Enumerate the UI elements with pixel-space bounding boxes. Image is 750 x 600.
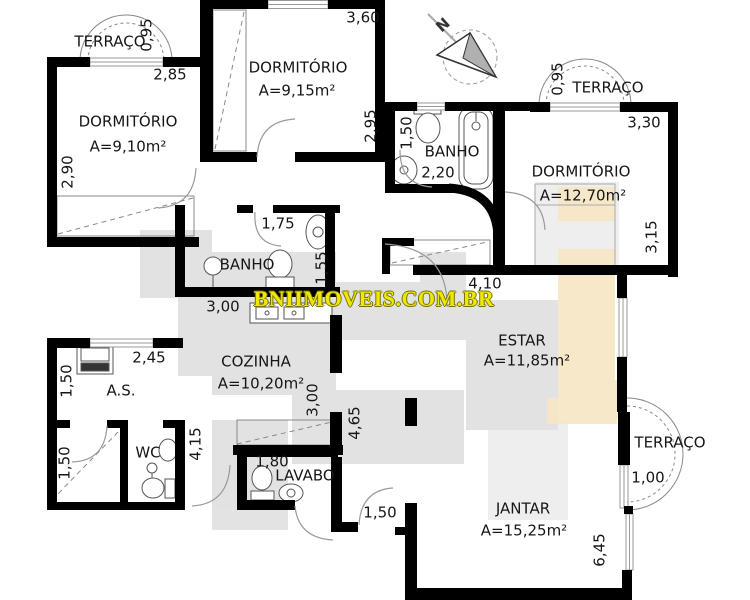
kitchen-sink-icon <box>249 302 333 324</box>
room-label: COZINHA <box>221 352 291 371</box>
window <box>89 338 154 348</box>
dimension-label: 2,90 <box>58 155 77 189</box>
sink-icon <box>278 483 304 503</box>
room-area-label: A=12,70m² <box>539 186 627 205</box>
dimension-label: 1,50 <box>397 116 416 150</box>
dimension-label: 3,15 <box>642 220 661 254</box>
dimension-label: 0,95 <box>548 62 567 96</box>
window <box>267 0 329 9</box>
dimension-label: 1,80 <box>255 452 289 471</box>
dimension-label: 1,55 <box>312 251 331 285</box>
room-label: A.S. <box>106 381 136 400</box>
dimension-label: 1,50 <box>363 503 397 522</box>
dimension-label: 3,60 <box>346 8 380 27</box>
room-label: BANHO <box>219 255 275 274</box>
logo-watermark <box>140 182 619 530</box>
window <box>625 513 634 571</box>
laundry-tank-icon <box>76 343 114 375</box>
dimension-label: 0,95 <box>137 18 156 52</box>
room-label: TERRAÇO <box>572 78 644 97</box>
dimension-label: 1,50 <box>55 446 74 480</box>
window <box>619 464 629 509</box>
room-label: ESTAR <box>498 331 546 350</box>
dimension-label: 4,10 <box>468 274 502 293</box>
window <box>618 297 628 358</box>
dimension-label: 4,65 <box>345 406 364 440</box>
dimension-label: 1,00 <box>631 468 665 487</box>
dimension-label: 3,00 <box>303 383 322 417</box>
room-area-label: A=11,85m² <box>483 351 571 370</box>
room-area-label: A=10,20m² <box>217 374 305 393</box>
room-area-label: A=15,25m² <box>480 521 568 540</box>
room-label: BANHO <box>424 142 480 161</box>
toilet-icon <box>250 465 275 501</box>
room-label: LAVABO <box>275 466 335 485</box>
window <box>416 102 446 111</box>
dimension-label: 1,50 <box>57 364 76 398</box>
room-label: TERRAÇO <box>74 32 146 51</box>
window <box>549 102 621 112</box>
door-arcs <box>71 118 546 541</box>
room-label: DORMITÓRIO <box>531 162 631 181</box>
room-label: TERRAÇO <box>634 433 706 452</box>
watermark-site-text: BNIIMOVEIS.COM.BR <box>253 286 495 311</box>
room-area-label: A=9,15m² <box>258 81 336 100</box>
room-label: JANTAR <box>495 499 551 518</box>
dimension-label: 2,85 <box>153 65 187 84</box>
dimension-label: 4,15 <box>186 427 205 461</box>
north-compass-icon <box>427 13 498 85</box>
toilet-icon <box>413 104 442 144</box>
room-label: DORMITÓRIO <box>248 58 348 77</box>
toilet-icon <box>141 477 176 499</box>
dimension-label: 6,45 <box>590 533 609 567</box>
shower-icon <box>203 256 223 287</box>
fixtures <box>76 104 494 503</box>
dimension-label: 2,95 <box>361 109 380 143</box>
terrace-arcs <box>79 14 684 511</box>
dimension-label: 1,75 <box>261 214 295 233</box>
room-label: WC <box>135 443 161 462</box>
walls <box>47 0 678 600</box>
dimension-label: 3,30 <box>627 113 661 132</box>
bathtub-icon <box>458 106 494 190</box>
dimension-label: 2,20 <box>421 163 455 182</box>
dimension-label: 2,45 <box>132 348 166 367</box>
room-label: DORMITÓRIO <box>78 112 178 131</box>
window <box>89 57 164 67</box>
dimension-label: 3,00 <box>206 297 240 316</box>
room-area-label: A=9,10m² <box>89 137 167 156</box>
